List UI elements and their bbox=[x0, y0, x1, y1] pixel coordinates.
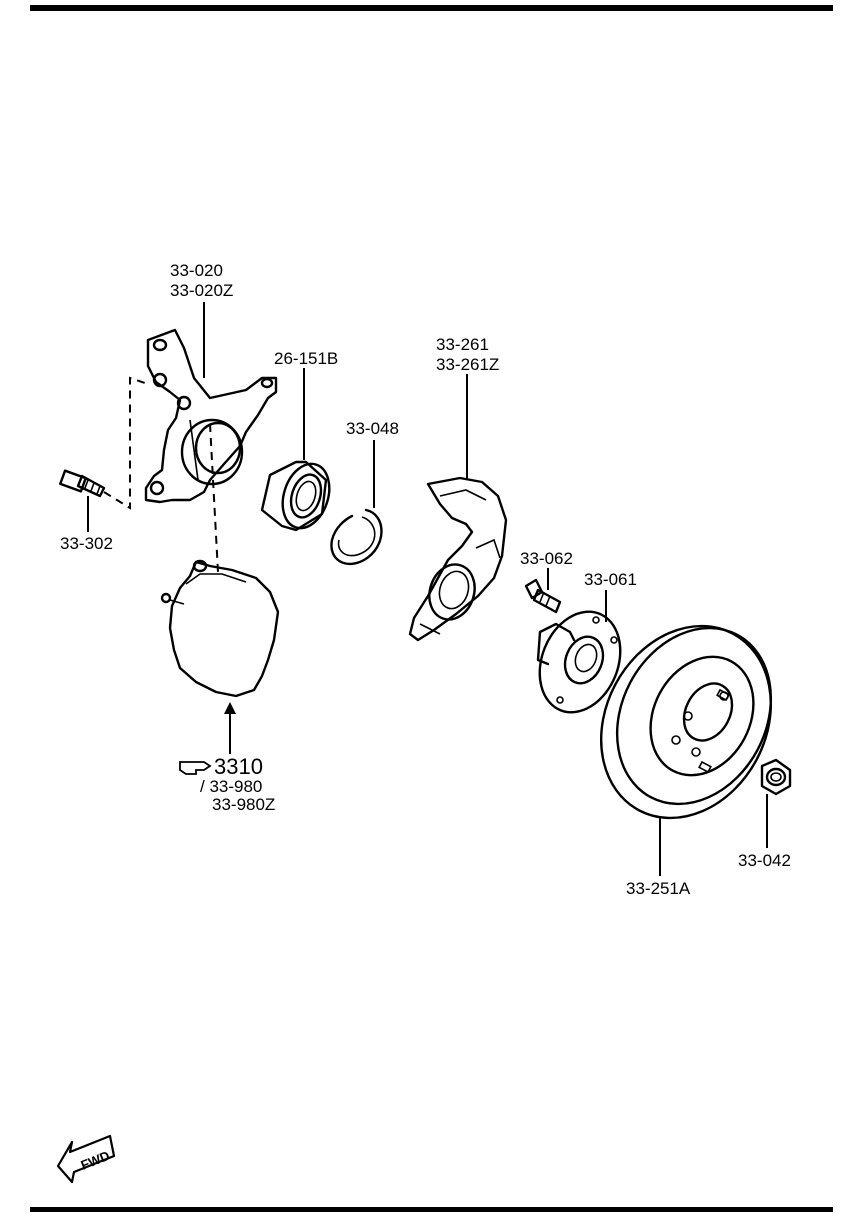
brake-disc-part[interactable] bbox=[568, 596, 803, 848]
fwd-arrow-icon: FWD bbox=[56, 1134, 116, 1184]
label-bearing: 26-151B bbox=[274, 349, 338, 368]
snap-ring-part[interactable] bbox=[330, 508, 383, 566]
label-dust-cover-1: 33-261 bbox=[436, 335, 489, 354]
dust-cover-part[interactable] bbox=[408, 476, 508, 642]
label-knuckle-2: 33-020Z bbox=[170, 281, 233, 300]
driveshaft-reference-part[interactable] bbox=[160, 559, 280, 698]
label-hub-bolt: 33-062 bbox=[520, 549, 573, 568]
label-ref-group[interactable]: 3310 bbox=[214, 754, 263, 779]
label-knuckle-1: 33-020 bbox=[170, 261, 223, 280]
label-ref-2: 33-980Z bbox=[212, 795, 275, 814]
label-ref-1: / 33-980 bbox=[200, 777, 262, 796]
knuckle-part[interactable] bbox=[144, 328, 278, 504]
label-bolt: 33-302 bbox=[60, 534, 113, 553]
top-border bbox=[30, 5, 833, 11]
bolt-part[interactable] bbox=[59, 469, 106, 498]
label-nut: 33-042 bbox=[738, 851, 791, 870]
wheel-bearing-part[interactable] bbox=[260, 458, 337, 534]
reference-arrowhead bbox=[224, 702, 236, 714]
wheel-hub-part[interactable] bbox=[525, 600, 634, 725]
reference-pointer-icon bbox=[179, 761, 212, 775]
fwd-label: FWD bbox=[79, 1148, 112, 1173]
lock-nut-part[interactable] bbox=[760, 758, 792, 796]
bottom-border bbox=[30, 1207, 833, 1212]
dashed-bolt-to-knuckle bbox=[103, 376, 149, 510]
hub-bolt-part[interactable] bbox=[524, 578, 562, 614]
label-dust-cover-2: 33-261Z bbox=[436, 355, 499, 374]
label-hub: 33-061 bbox=[584, 570, 637, 589]
label-disc: 33-251A bbox=[626, 879, 691, 898]
dashed-knuckle-to-driveshaft bbox=[209, 423, 219, 573]
label-snap-ring: 33-048 bbox=[346, 419, 399, 438]
